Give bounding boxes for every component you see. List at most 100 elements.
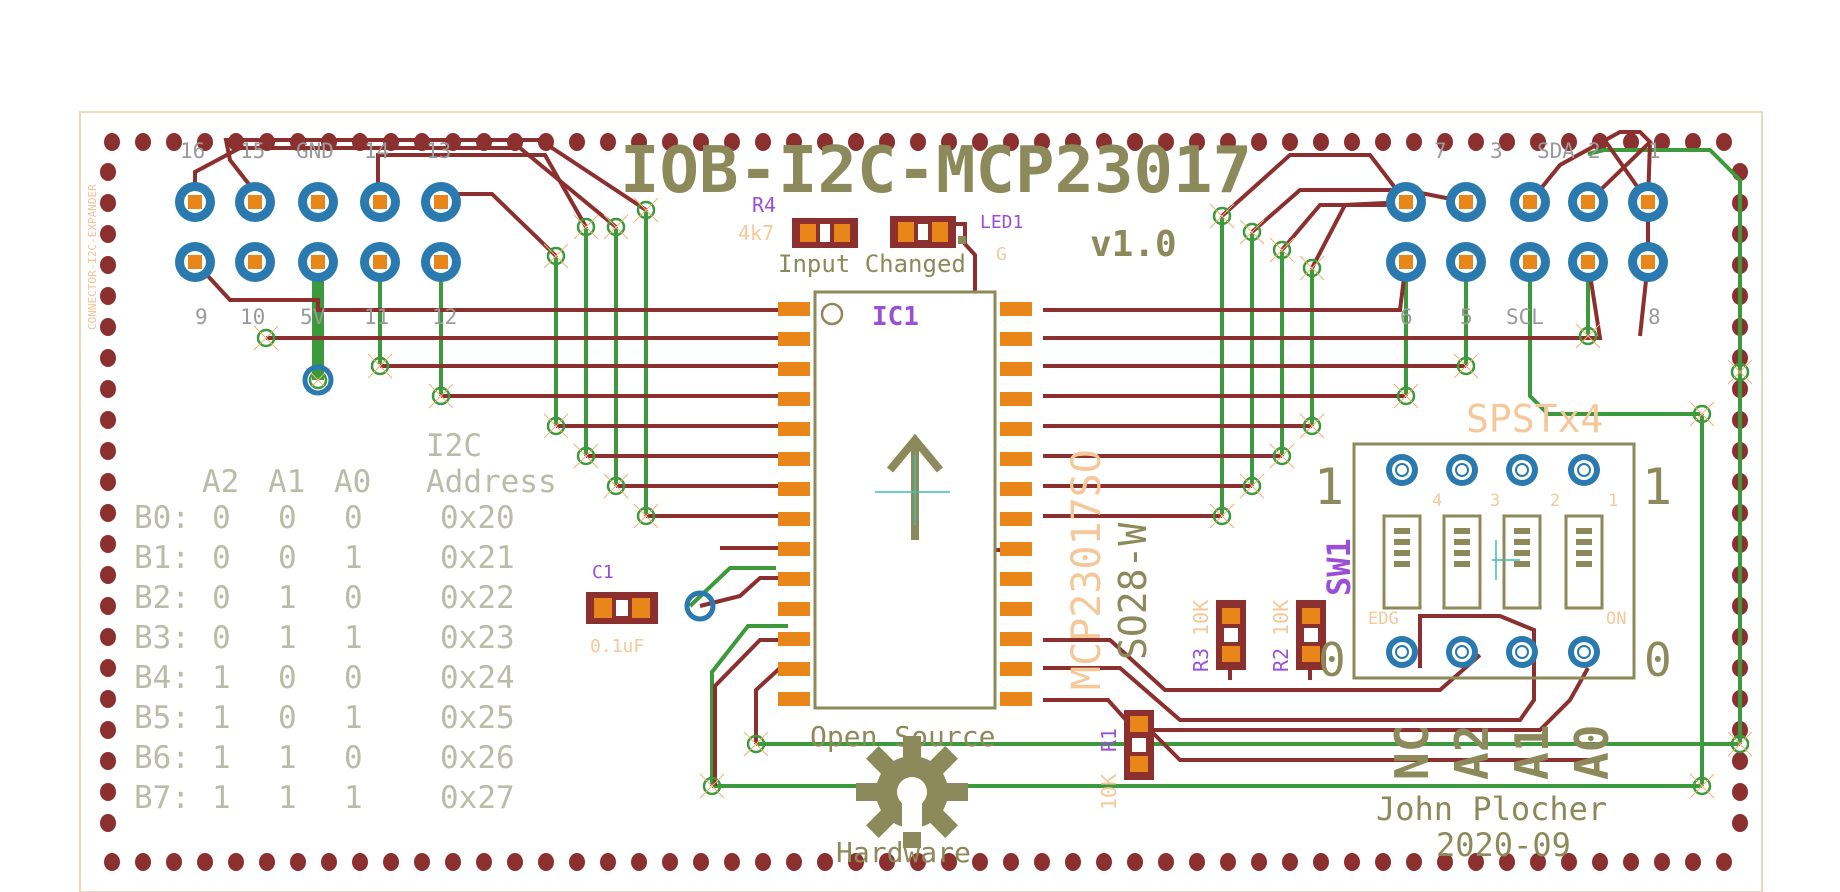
- border-dot: [100, 194, 116, 212]
- border-dot: [1158, 853, 1174, 871]
- header-pin-pad: [1510, 182, 1550, 222]
- border-dot: [100, 442, 116, 460]
- pin-label: 1: [1648, 139, 1661, 163]
- border-dot: [1282, 853, 1298, 871]
- sw-pin1-right: 1: [1642, 458, 1672, 516]
- border-dot: [1437, 853, 1453, 871]
- table-cell-a0: 1: [344, 620, 363, 656]
- header-pin-pad: [421, 182, 461, 222]
- border-dot: [100, 659, 116, 677]
- via: [1574, 322, 1602, 350]
- border-dot: [100, 287, 116, 305]
- ic-pin-pad: [778, 362, 810, 376]
- border-dot: [1220, 853, 1236, 871]
- table-cell-addr: 0x21: [440, 540, 515, 576]
- border-dot: [662, 853, 678, 871]
- table-cell-a0: 1: [344, 780, 363, 816]
- board-version: v1.0: [1090, 224, 1177, 265]
- left-pin-header: [175, 182, 461, 282]
- switch-actuator: [1502, 514, 1542, 610]
- oshw-gear-icon: [856, 736, 968, 848]
- oshw-bottom-text: Hardware: [836, 836, 971, 869]
- border-dot: [100, 752, 116, 770]
- pin-label: 9: [195, 305, 208, 329]
- border-dot: [1437, 133, 1453, 151]
- border-dot: [1127, 133, 1143, 151]
- switch-pad: [1505, 635, 1539, 669]
- ic1-value: MCP23017SO: [1064, 449, 1110, 690]
- via: [698, 772, 726, 800]
- table-header-address: Address: [426, 464, 557, 500]
- table-cell-a1: 0: [278, 700, 297, 736]
- border-dot: [445, 853, 461, 871]
- border-dot: [1530, 853, 1546, 871]
- ic-pin-pad: [1000, 422, 1032, 436]
- sw-number-labels: 4 3 2 1: [1432, 491, 1618, 511]
- table-cell-a1: 1: [278, 780, 297, 816]
- ic-pin-pad: [778, 572, 810, 586]
- header-pin-pad: [298, 242, 338, 282]
- ic-pin-pad: [778, 302, 810, 316]
- address-pin-labels: NC A2 A1 A0: [1385, 725, 1619, 780]
- ic-pin-pad: [1000, 482, 1032, 496]
- border-dot: [972, 133, 988, 151]
- border-dot: [569, 853, 585, 871]
- pin-label: 12: [432, 305, 457, 329]
- border-dot: [1282, 133, 1298, 151]
- via: [1392, 382, 1420, 410]
- via: [572, 213, 600, 241]
- sw-number: 2: [1550, 491, 1560, 511]
- switch-actuator: [1564, 514, 1604, 610]
- table-cell-a2: 0: [212, 620, 231, 656]
- ic-pin-pad: [778, 692, 810, 706]
- pin-label: SCL: [1506, 305, 1544, 329]
- side-label: CONNECTOR-I2C-EXPANDER: [86, 184, 99, 330]
- switch-pad: [1445, 635, 1479, 669]
- border-dot: [197, 133, 213, 151]
- addr-label-a2: A2: [1445, 725, 1499, 780]
- c1-name: C1: [592, 562, 614, 583]
- border-dot: [755, 133, 771, 151]
- sw-off-label: EDG: [1368, 609, 1399, 629]
- sw-number: 4: [1432, 491, 1442, 511]
- border-dot: [135, 853, 151, 871]
- table-cell-a1: 0: [278, 500, 297, 536]
- border-dot: [1189, 853, 1205, 871]
- border-dot: [631, 853, 647, 871]
- pin-label: 13: [426, 139, 451, 163]
- border-dot: [1499, 853, 1515, 871]
- border-dot: [724, 853, 740, 871]
- r2-name: R2: [1269, 648, 1293, 672]
- r4-resistor: [792, 218, 858, 248]
- c1-via-pad: [684, 590, 716, 622]
- via: [542, 242, 570, 270]
- border-dot: [1530, 133, 1546, 151]
- ic-pin-pad: [778, 422, 810, 436]
- table-cell-bank: B2:: [134, 580, 190, 616]
- border-dot: [104, 133, 120, 151]
- pin-label: 3: [1490, 139, 1503, 163]
- sw-zero-right: 0: [1644, 633, 1672, 687]
- table-cell-a2: 1: [212, 780, 231, 816]
- ic-pin-pad: [1000, 602, 1032, 616]
- table-cell-bank: B5:: [134, 700, 190, 736]
- table-cell-bank: B7:: [134, 780, 190, 816]
- ic-pin-pad: [1000, 392, 1032, 406]
- ic-pin-pad: [778, 542, 810, 556]
- border-dot: [1003, 853, 1019, 871]
- border-dot: [1158, 133, 1174, 151]
- via: [1208, 502, 1236, 530]
- border-dot: [1344, 133, 1360, 151]
- border-dot: [631, 133, 647, 151]
- border-dot: [755, 853, 771, 871]
- border-dot: [538, 853, 554, 871]
- r1-value: 10K: [1097, 774, 1121, 810]
- table-cell-a2: 1: [212, 660, 231, 696]
- border-dot: [1468, 133, 1484, 151]
- sw-number: 3: [1490, 491, 1500, 511]
- ic-pin-pad: [778, 452, 810, 466]
